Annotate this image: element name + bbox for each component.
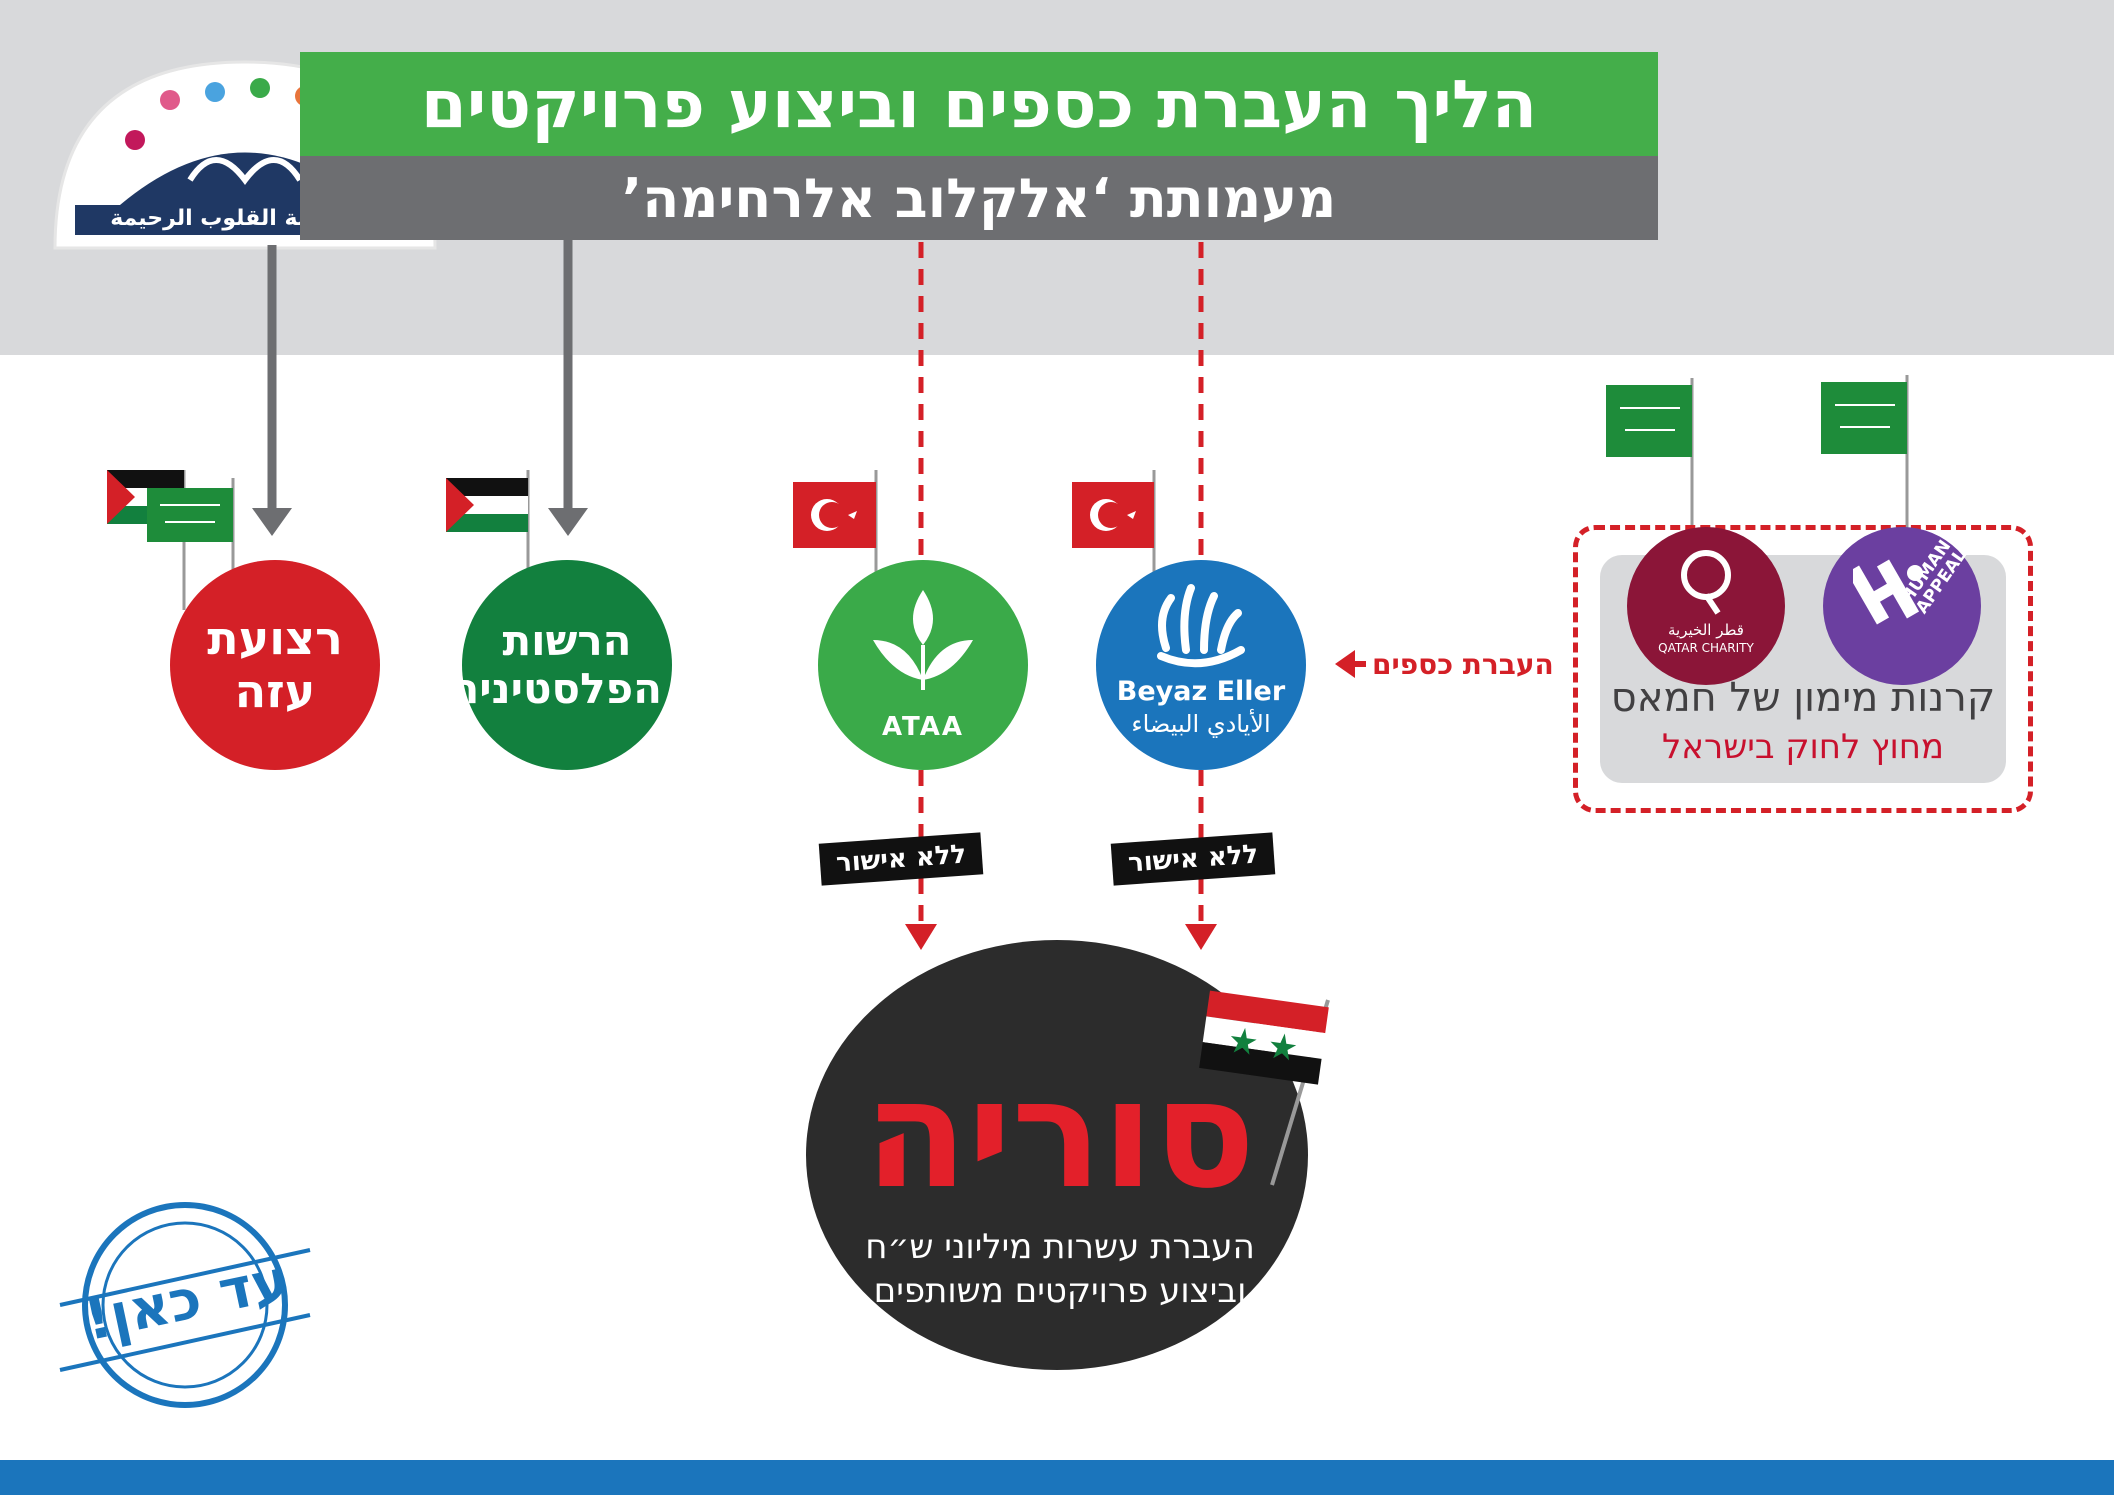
node-qatar-label-ar: قطر الخيرية: [1668, 621, 1744, 639]
solid-arrow-pa: [548, 240, 588, 536]
node-human-appeal: HUMAN APPEAL: [1823, 527, 1981, 685]
page-title: הליך העברת כספים וביצוע פרויקטים: [300, 52, 1658, 156]
funds-title: קרנות מימון של חמאס: [1610, 675, 1996, 721]
syria-description: העברת עשרות מיליוני ש״ח וביצוע פרויקטים …: [860, 1225, 1260, 1313]
syria-line-2: וביצוע פרויקטים משותפים: [873, 1271, 1247, 1312]
turkey-flag-ataa: [793, 470, 878, 580]
stamp-rings: [59, 1202, 311, 1408]
node-beyaz-label-ar: الأيادي البيضاء: [1131, 710, 1271, 738]
funds-dashed-border: [1573, 525, 2033, 813]
transfer-arrow: [1335, 650, 1366, 678]
human-appeal-logo-icon: [1853, 559, 1923, 625]
hand-icon: [1157, 584, 1245, 668]
node-beyaz-eller: Beyaz Eller الأيادي البيضاء: [1096, 560, 1306, 770]
solid-arrow-gaza: [252, 245, 292, 536]
dashed-arrow-beyaz-syria: [1185, 770, 1217, 950]
node-gaza-label: רצועת עזה: [207, 611, 343, 718]
hamas-flag-qatar: [1606, 378, 1694, 530]
node-pa-label: הרשות הפלסטינית: [450, 615, 662, 713]
node-qatar-label-en: QATAR CHARITY: [1658, 641, 1754, 655]
syria-line-1: העברת עשרות מיליוני ש״ח: [865, 1227, 1255, 1267]
node-beyaz-label-en: Beyaz Eller: [1116, 676, 1286, 707]
palestine-flag-pa: [446, 470, 530, 610]
turkey-flag-beyaz: [1072, 470, 1156, 580]
node-gaza: רצועת עזה: [170, 560, 380, 770]
node-qatar-charity: قطر الخيرية QATAR CHARITY: [1627, 527, 1785, 685]
node-ataa-label: ATAA: [881, 712, 965, 742]
ataa-leaf-icon: [873, 590, 973, 690]
bottom-bar: [0, 1460, 2114, 1495]
node-pa: הרשות הפלסטינית: [450, 560, 672, 770]
node-ataa: ATAA: [818, 560, 1028, 770]
funds-subtitle: מחוץ לחוק בישראל: [1661, 727, 1945, 767]
hamas-flag-gaza: [147, 478, 235, 610]
qatar-logo-icon: [1681, 550, 1731, 615]
dashed-arrow-ataa-syria: [905, 770, 937, 950]
hamas-flag-human: [1821, 375, 1909, 530]
transfer-label: העברת כספים: [1372, 648, 1554, 681]
syria-title: סוריה: [864, 1048, 1256, 1222]
page-subtitle: מעמותת ‘אלקלוב אלרחימה’: [300, 156, 1658, 240]
